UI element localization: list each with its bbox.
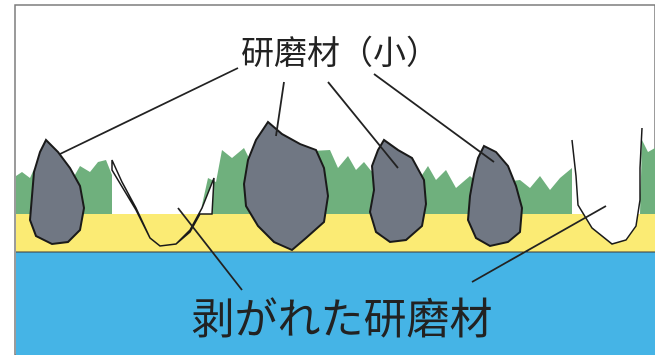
leader-line xyxy=(373,73,495,163)
leader-line xyxy=(59,67,239,155)
top-label: 研磨材（小） xyxy=(241,33,439,72)
abrasive-grain xyxy=(242,120,330,252)
detached-grain-pit xyxy=(111,159,215,247)
abrasive-grain xyxy=(368,138,428,244)
top-leader-lines xyxy=(59,67,495,169)
leader-line xyxy=(275,81,285,137)
leader-line xyxy=(327,81,399,169)
adhesive-layer xyxy=(16,214,655,252)
abrasive-grain xyxy=(466,144,524,248)
substrate-layer xyxy=(16,252,655,355)
abrasive-grain xyxy=(28,138,86,246)
bottom-label: 剥がれた研磨材 xyxy=(192,295,493,345)
leader-line xyxy=(471,205,607,283)
bottom-leader-lines xyxy=(177,205,607,291)
leader-line xyxy=(177,207,243,291)
frame-border xyxy=(14,4,655,355)
bond-layer xyxy=(640,140,655,214)
